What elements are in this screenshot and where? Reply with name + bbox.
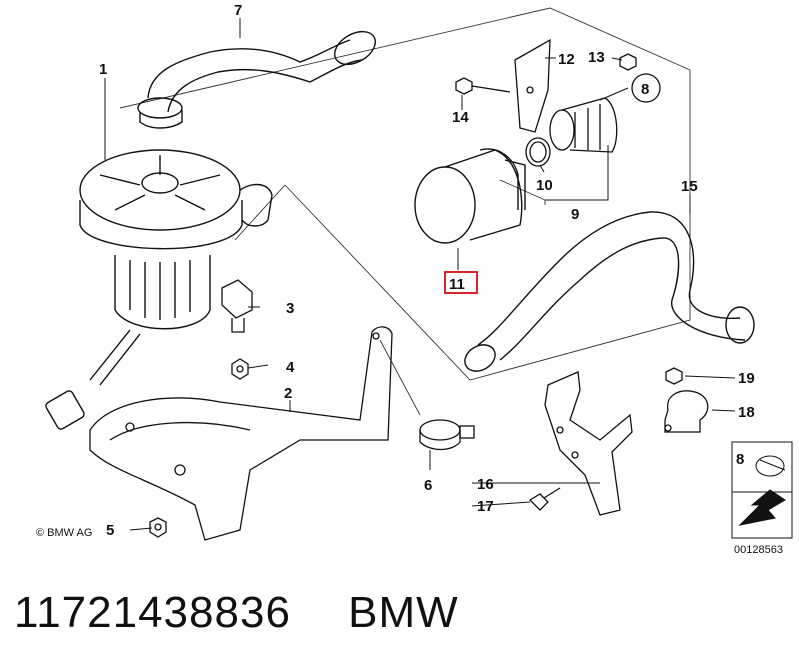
callout-18: 18 — [738, 404, 755, 421]
sensor-part-3 — [221, 279, 253, 333]
bolt-part-13 — [619, 53, 637, 71]
o-ring-part-10 — [525, 137, 551, 167]
nut-part-4 — [231, 358, 249, 380]
callout-17: 17 — [477, 498, 494, 515]
leader-lines — [104, 18, 736, 531]
legend-box — [731, 441, 793, 539]
nut-part-5 — [149, 517, 167, 538]
nut-part-19 — [665, 367, 683, 385]
callout-3: 3 — [286, 300, 294, 317]
brand-name: BMW — [348, 588, 459, 637]
gasket-plate-part-12 — [514, 38, 551, 133]
hose-part-7 — [137, 30, 376, 129]
callout-6: 6 — [424, 477, 432, 494]
callout-13: 13 — [588, 49, 605, 66]
hose-part-15 — [464, 211, 755, 372]
bracket-part-2 — [89, 326, 393, 541]
part-number-line: 11721438836 BMW — [14, 588, 459, 638]
callout-5: 5 — [106, 522, 114, 539]
part-number: 11721438836 — [14, 588, 291, 637]
connector-part-9 — [549, 97, 618, 153]
highlight-box-part-11 — [444, 271, 478, 294]
bracket-part-16 — [544, 371, 633, 516]
callout-19: 19 — [738, 370, 755, 387]
valve-part-11 — [414, 148, 526, 244]
callout-10: 10 — [536, 177, 553, 194]
callout-8-circle — [631, 73, 661, 103]
drawing-number: 00128563 — [734, 544, 783, 556]
screw-part-17 — [528, 487, 561, 511]
callout-11: 11 — [449, 276, 465, 293]
callout-8: 8 — [641, 81, 649, 98]
clamp-part-6 — [419, 419, 475, 451]
copyright: © BMW AG — [36, 527, 92, 539]
callout-15: 15 — [681, 178, 698, 195]
callout-8-legend: 8 — [736, 451, 744, 468]
callout-4: 4 — [286, 359, 295, 376]
assembly-guide-lines — [119, 7, 691, 416]
callout-16: 16 — [477, 476, 494, 493]
bolt-part-14 — [455, 77, 511, 95]
air-pump-part-1 — [45, 149, 273, 430]
callout-14: 14 — [452, 109, 469, 126]
callout-9: 9 — [571, 206, 579, 223]
callout-7: 7 — [234, 2, 242, 19]
callout-12: 12 — [558, 51, 575, 68]
callout-2: 2 — [284, 385, 292, 402]
callout-1: 1 — [99, 61, 107, 78]
clip-part-18 — [664, 390, 709, 433]
